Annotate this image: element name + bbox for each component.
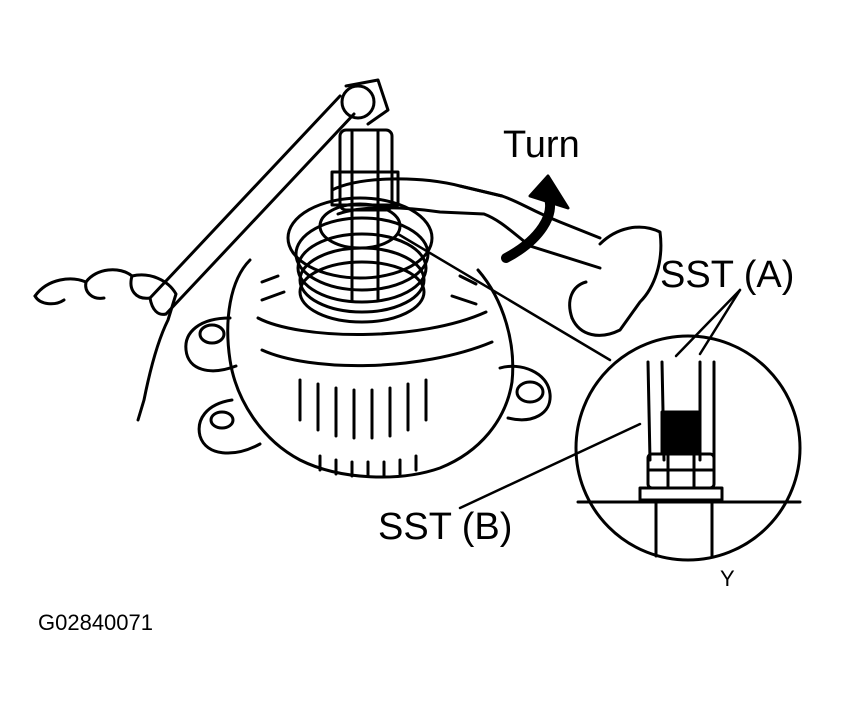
sst-a-label: SST (A) xyxy=(660,254,795,296)
mounting-lugs xyxy=(184,316,552,455)
detail-view xyxy=(574,334,802,562)
torque-wrench xyxy=(148,78,390,316)
detail-mark-label: Y xyxy=(720,566,735,591)
right-hand xyxy=(568,225,663,337)
alternator-body xyxy=(226,258,515,479)
turn-arrow xyxy=(501,174,570,263)
figure-id-label: G02840071 xyxy=(38,610,153,635)
turn-label: Turn xyxy=(503,124,580,166)
sst-b-wrench xyxy=(330,177,602,270)
sst-b-label: SST (B) xyxy=(378,506,513,548)
alternator-pulley xyxy=(286,196,434,324)
left-hand xyxy=(33,268,178,422)
leader-lines xyxy=(396,232,742,510)
